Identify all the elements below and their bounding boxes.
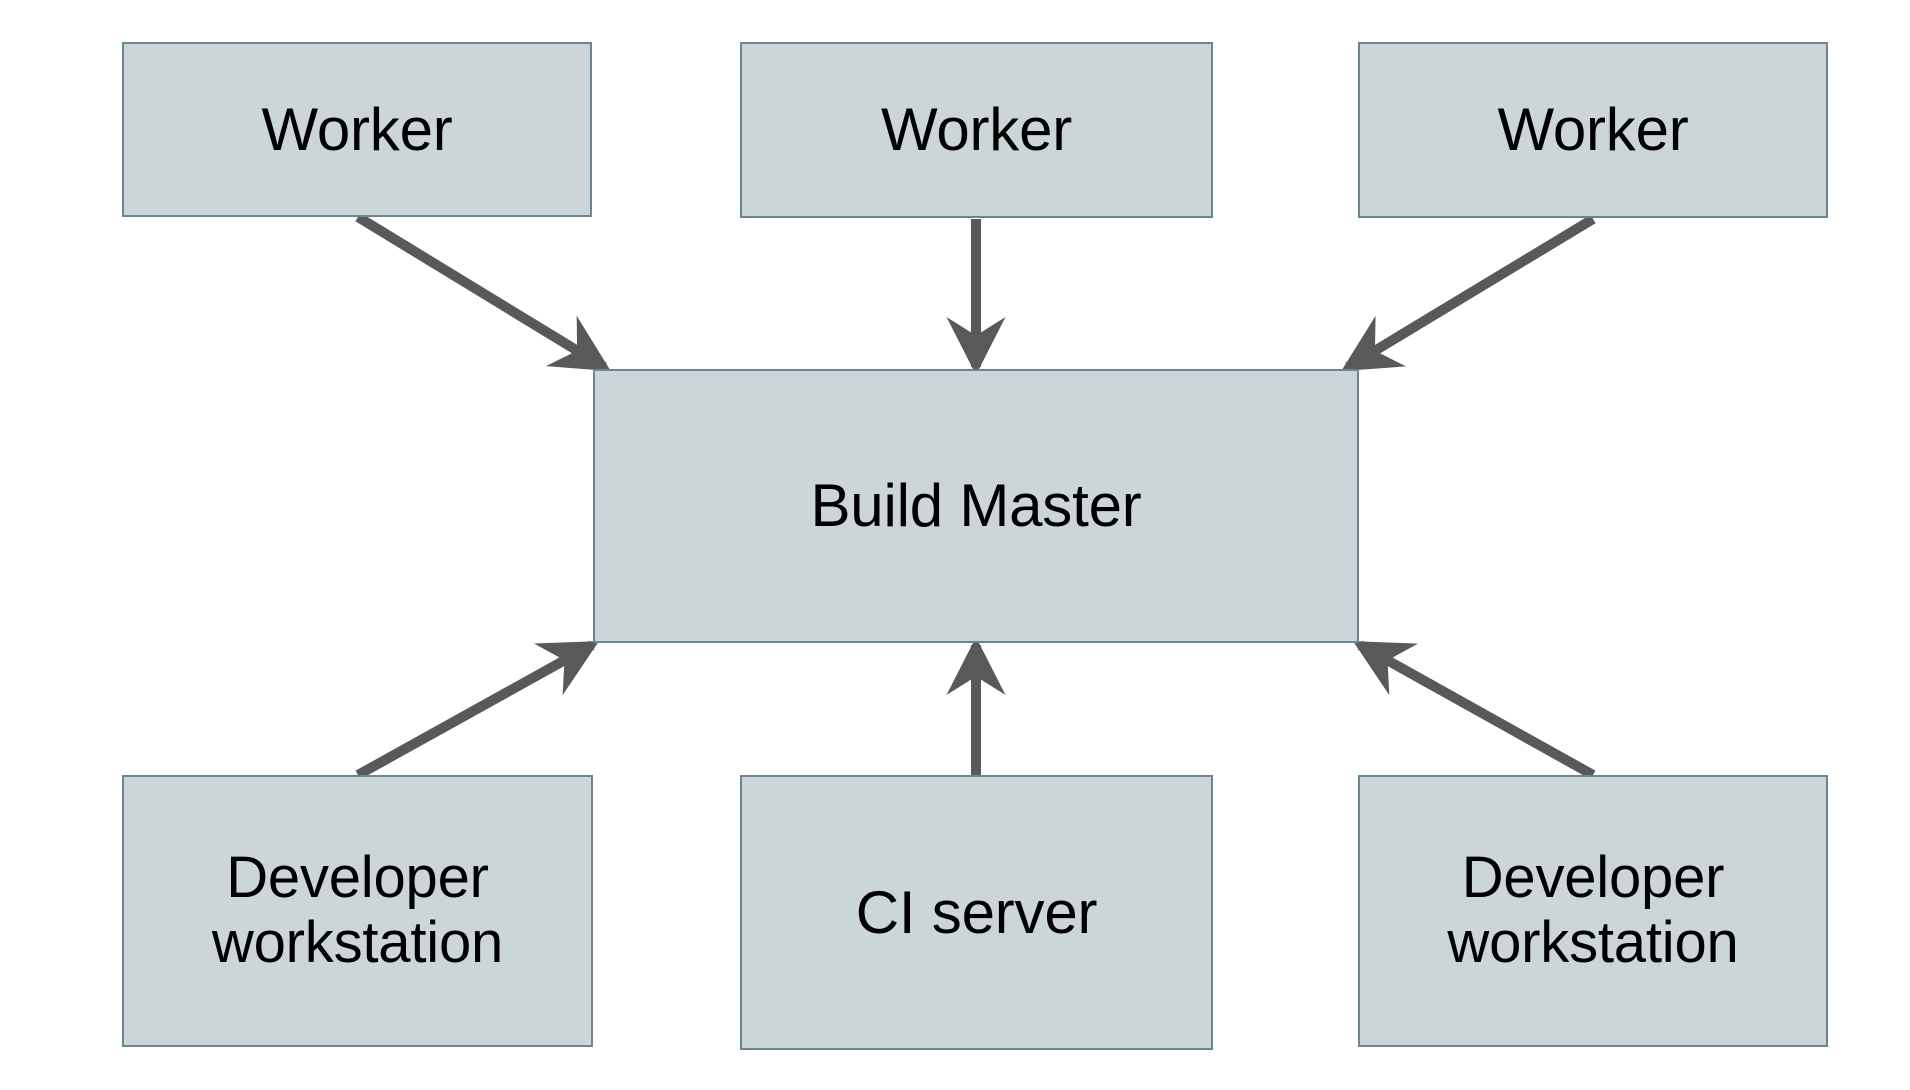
- node-label: Worker: [880, 96, 1073, 164]
- node-label: Build Master: [810, 472, 1142, 540]
- edge-dev-ws-right-to-build-master: [1353, 640, 1596, 780]
- node-label: Developer workstation: [211, 845, 504, 975]
- node-dev-ws-left[interactable]: Developer workstation: [122, 775, 593, 1047]
- node-worker-1[interactable]: Worker: [122, 42, 592, 217]
- node-label: Developer workstation: [1447, 845, 1739, 975]
- node-label: Worker: [261, 95, 453, 163]
- node-worker-3[interactable]: Worker: [1358, 42, 1828, 218]
- node-label: CI server: [855, 878, 1098, 946]
- node-ci-server[interactable]: CI server: [740, 775, 1213, 1050]
- node-dev-ws-right[interactable]: Developer workstation: [1358, 775, 1828, 1047]
- node-build-master[interactable]: Build Master: [593, 369, 1359, 643]
- edge-worker-3-to-build-master: [1341, 214, 1596, 372]
- node-label: Worker: [1497, 96, 1689, 164]
- edge-dev-ws-left-to-build-master: [355, 640, 599, 780]
- edge-worker-1-to-build-master: [355, 212, 611, 372]
- node-worker-2[interactable]: Worker: [740, 42, 1213, 218]
